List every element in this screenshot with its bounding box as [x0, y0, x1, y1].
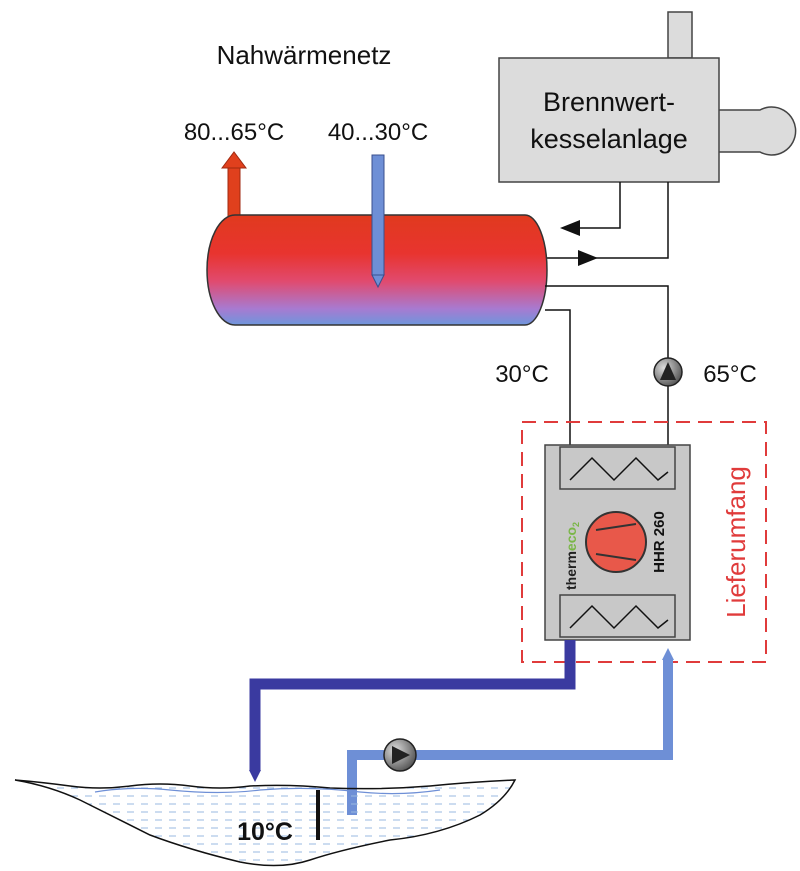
boiler-box: [498, 57, 720, 183]
water-outlet-pipe: [249, 640, 576, 770]
water-intake-arrow-icon: [662, 648, 674, 660]
heatpump-supply-line: [545, 285, 669, 445]
brand-text-a: therm: [563, 551, 579, 590]
temp-65-label: 65°C: [703, 361, 757, 388]
model-label: HHR 260: [651, 511, 668, 573]
boiler-supply-line: [578, 182, 621, 229]
scope-label: Lieferumfang: [721, 466, 751, 618]
return-pipe-network: [371, 154, 385, 276]
boiler-label-line2: kesselanlage: [530, 124, 688, 154]
evaporator-coil: [569, 604, 669, 630]
supply-temp-label: 80...65°C: [184, 119, 284, 146]
compressor-symbol: [595, 523, 637, 561]
condenser-section: [559, 446, 676, 490]
lake: [14, 779, 517, 867]
chimney: [667, 11, 693, 59]
heatpump-return-line: [545, 309, 571, 445]
boiler-return-line: [545, 182, 669, 259]
burner-fan-icon: [717, 106, 797, 156]
scope-of-delivery-frame: [521, 421, 767, 663]
brand-logo: thermeco2: [563, 522, 581, 590]
arrow-right-icon: [578, 250, 598, 266]
temp-30-label: 30°C: [495, 361, 549, 388]
brand-text-sub: 2: [571, 522, 581, 527]
condenser-coil: [569, 456, 669, 482]
brand-text-b: eco: [563, 527, 579, 551]
return-temp-label: 40...30°C: [328, 119, 428, 146]
compressor-icon: [585, 511, 647, 573]
return-pipe-tip: [371, 274, 385, 289]
supply-pipe-arrow-icon: [221, 151, 247, 169]
lake-surface: [94, 787, 441, 795]
network-title: Nahwärmenetz: [217, 40, 392, 70]
boiler-label-line1: Brennwert-: [543, 87, 675, 117]
pump-top-arrow: [660, 362, 676, 380]
pump-bottom-arrow: [392, 746, 410, 764]
water-temp-label: 10°C: [237, 818, 293, 846]
evaporator-section: [559, 594, 676, 638]
water-outlet-tip: [249, 770, 261, 782]
arrow-left-icon: [560, 220, 580, 236]
water-intake-pipe: [347, 658, 673, 815]
